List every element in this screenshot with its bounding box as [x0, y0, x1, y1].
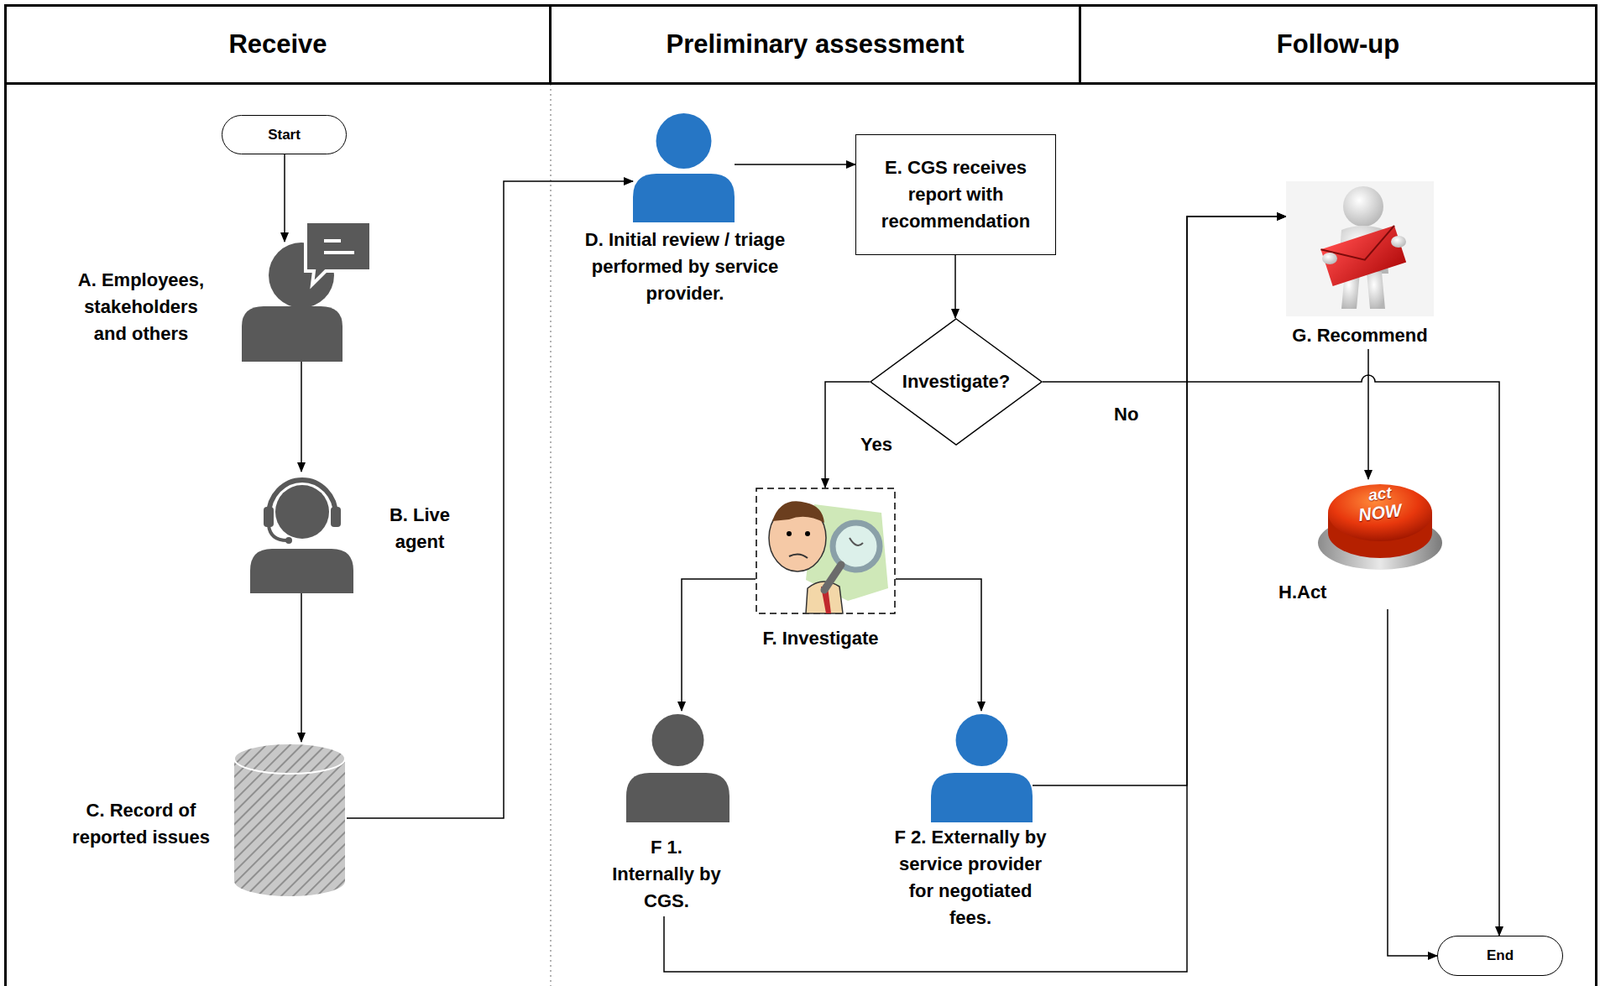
node-label: A. Employees, stakeholders and others — [66, 266, 216, 348]
actor-node: G. Recommend — [1267, 181, 1453, 350]
connector — [283, 154, 286, 242]
actor-node: F. Investigate — [742, 487, 899, 653]
connector — [1387, 609, 1438, 957]
connector — [300, 361, 303, 472]
actor-node: A. Employees, stakeholders and others — [58, 241, 373, 362]
terminator: End — [1437, 935, 1564, 977]
terminator: Start — [221, 115, 347, 155]
decision-diamond: Investigate? — [869, 318, 1043, 446]
node-label: E. CGS receives report with recommendati… — [864, 154, 1047, 236]
process-box: E. CGS receives report with recommendati… — [855, 134, 1057, 256]
connector — [1367, 349, 1370, 480]
node-label: D. Initial review / triage performed by … — [570, 226, 800, 308]
node-label: F. Investigate — [742, 625, 899, 653]
node-label: Investigate? — [902, 368, 1010, 396]
node-label: H.Act — [1278, 579, 1355, 607]
node-label: G. Recommend — [1267, 322, 1453, 350]
node-icon — [250, 471, 354, 594]
lane-header: Preliminary assessment — [549, 4, 1082, 85]
lane-header: Follow-up — [1078, 4, 1598, 85]
node-icon — [1286, 181, 1434, 317]
lane-divider — [549, 83, 552, 986]
node-label: End — [1486, 946, 1514, 966]
connector — [300, 593, 303, 743]
node-label: Start — [267, 125, 301, 145]
node-icon — [626, 711, 730, 823]
node-label: B. Live agent — [374, 501, 466, 556]
frame-line — [1594, 82, 1598, 986]
node-label: F 1. Internally by CGS. — [609, 834, 724, 916]
connector — [954, 255, 957, 319]
node-icon — [241, 219, 373, 362]
connector — [346, 181, 633, 819]
connector — [681, 579, 756, 712]
edge-label: No — [1111, 402, 1141, 427]
frame-line — [4, 82, 7, 986]
node-icon — [632, 109, 735, 223]
lane-title: Preliminary assessment — [666, 28, 965, 61]
node-label: C. Record of reported issues — [52, 797, 231, 852]
actor-node: F 2. Externally by service provider for … — [888, 711, 1053, 959]
connector — [664, 216, 1287, 973]
connector — [1032, 216, 1287, 786]
actor-node: B. Live agent — [250, 471, 471, 594]
lane-header: Receive — [4, 4, 552, 85]
node-icon — [755, 487, 896, 615]
actor-node: H.Act — [1275, 479, 1444, 610]
lane-title: Receive — [228, 28, 327, 61]
actor-node: F 1. Internally by CGS. — [609, 711, 724, 917]
actor-node: D. Initial review / triage performed by … — [570, 109, 800, 311]
node-label: F 2. Externally by service provider for … — [888, 824, 1053, 932]
node-icon — [930, 711, 1033, 823]
actor-node: C. Record of reported issues — [52, 742, 347, 899]
connector — [1042, 375, 1500, 936]
lane-title: Follow-up — [1276, 28, 1400, 61]
connector — [734, 163, 856, 166]
edge-label: Yes — [857, 433, 895, 457]
node-icon — [232, 742, 347, 899]
connector — [895, 579, 982, 712]
